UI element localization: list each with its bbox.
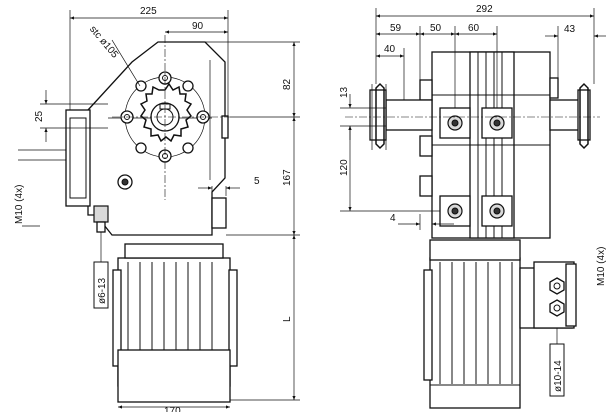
dim-cable-right-label: ø10-14 bbox=[553, 360, 564, 392]
dim-43-label: 43 bbox=[564, 24, 576, 35]
dim-4-label: 4 bbox=[390, 213, 396, 224]
left-sprocket bbox=[112, 35, 230, 200]
dim-59-label: 59 bbox=[390, 23, 402, 34]
left-gearbox bbox=[65, 41, 229, 236]
left-view: 225 90 stc ø105 82 167 L bbox=[14, 6, 300, 412]
dim-225-label: 225 bbox=[140, 6, 157, 17]
dim-4: 4 bbox=[390, 213, 454, 230]
dim-167-label: 167 bbox=[282, 169, 293, 186]
dim-170-label: 170 bbox=[164, 406, 181, 412]
dim-120-label: 120 bbox=[339, 159, 350, 176]
dim-225: 225 bbox=[69, 6, 229, 116]
dim-82-label: 82 bbox=[282, 78, 293, 90]
dim-90: 90 bbox=[165, 21, 228, 34]
dim-170: 170 bbox=[118, 405, 230, 412]
dim-m10-left-label: M10 (4x) bbox=[14, 185, 25, 224]
dim-pitch-label: stc ø105 bbox=[87, 24, 120, 61]
dim-cable-left: ø6-13 bbox=[93, 232, 109, 309]
dim-82: 82 bbox=[205, 41, 300, 118]
dim-25: 25 bbox=[34, 90, 108, 142]
right-view: 292 59 50 60 40 43 bbox=[339, 4, 607, 409]
dim-row-top: 59 50 60 bbox=[376, 23, 498, 108]
dim-43: 43 bbox=[545, 24, 606, 78]
dim-292: 292 bbox=[375, 4, 595, 84]
dim-40: 40 bbox=[376, 44, 405, 100]
dim-60-label: 60 bbox=[468, 23, 480, 34]
dim-292-label: 292 bbox=[476, 4, 493, 15]
dim-cable-left-label: ø6-13 bbox=[97, 277, 108, 304]
dim-40-label: 40 bbox=[384, 44, 396, 55]
dim-90-label: 90 bbox=[192, 21, 204, 32]
dim-m10-right: M10 (4x) bbox=[596, 247, 607, 286]
right-gearbox bbox=[419, 51, 559, 239]
right-right-sprocket bbox=[549, 82, 591, 150]
dim-120: 120 bbox=[339, 125, 440, 212]
left-motor bbox=[112, 243, 238, 403]
right-motor bbox=[423, 239, 521, 409]
dim-167: 167 bbox=[226, 117, 300, 236]
right-left-sprocket bbox=[369, 82, 433, 150]
dim-50-label: 50 bbox=[430, 23, 442, 34]
dim-m10-left: M10 (4x) bbox=[14, 185, 40, 227]
dim-L: L bbox=[230, 235, 300, 401]
dim-5-label: 5 bbox=[254, 176, 260, 187]
dim-L-label: L bbox=[282, 316, 293, 322]
dim-25-label: 25 bbox=[34, 110, 45, 122]
dim-5: 5 bbox=[198, 176, 260, 196]
dim-13-label: 13 bbox=[339, 86, 350, 98]
right-terminal-box bbox=[519, 261, 577, 329]
dim-cable-right: ø10-14 bbox=[549, 328, 565, 397]
dim-m10-right-label: M10 (4x) bbox=[596, 247, 607, 286]
